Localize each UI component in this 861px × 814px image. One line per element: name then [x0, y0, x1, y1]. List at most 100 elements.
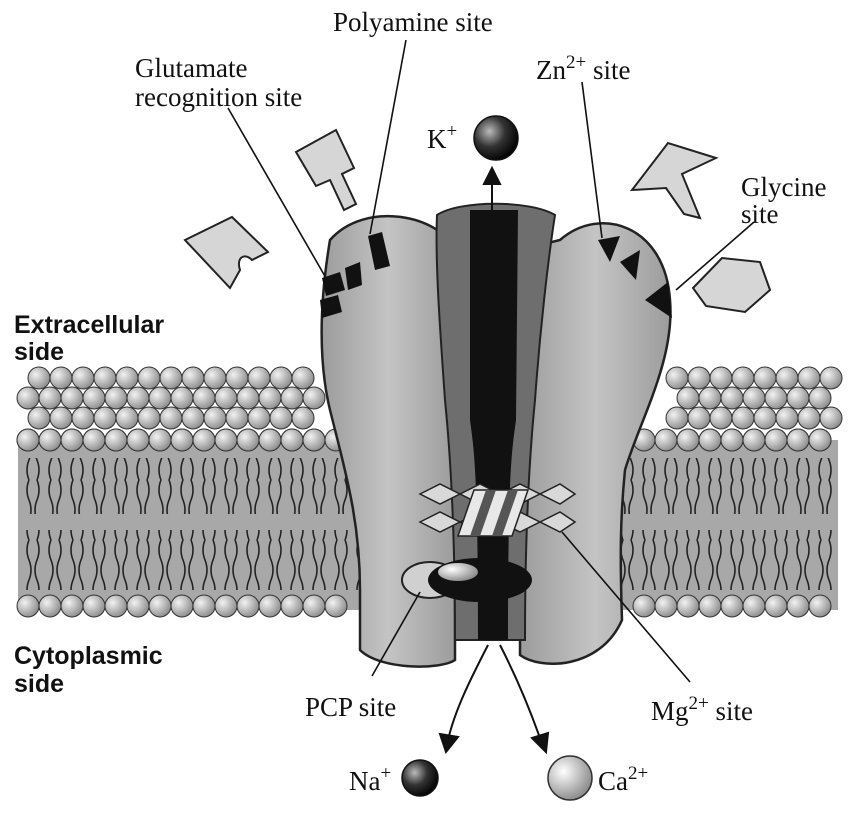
- lipid-head: [732, 407, 754, 429]
- lipid-head: [138, 407, 160, 429]
- lipid-head: [226, 367, 248, 389]
- lipid-head: [17, 595, 39, 617]
- pcp-molecule: [438, 563, 478, 581]
- lipid-head: [754, 407, 776, 429]
- na-label-base: Na: [349, 766, 380, 796]
- ca-ion: [548, 756, 592, 800]
- lipid-head: [39, 595, 61, 617]
- ca-arrowhead: [532, 733, 548, 752]
- lipid-head: [127, 595, 149, 617]
- extracellular-label-line2: side: [14, 338, 64, 366]
- glycine-label-line1: Glycine: [741, 172, 826, 202]
- lipid-head: [787, 429, 809, 451]
- lipid-head: [39, 429, 61, 451]
- lipid-head: [215, 595, 237, 617]
- zn-label: Zn2+ site: [536, 52, 630, 85]
- lipid-head: [215, 429, 237, 451]
- zn-leader: [582, 82, 602, 238]
- lipid-head: [303, 387, 325, 409]
- k-label: K+: [427, 121, 457, 154]
- mg-label-rest: site: [709, 696, 753, 726]
- lipid-head: [688, 407, 710, 429]
- lipid-head: [83, 595, 105, 617]
- lipid-head: [72, 407, 94, 429]
- lipid-head: [127, 387, 149, 409]
- lipid-head: [655, 429, 677, 451]
- lipid-head: [83, 429, 105, 451]
- ca-label-base: Ca: [598, 766, 628, 796]
- lipid-head: [204, 367, 226, 389]
- lipid-head: [193, 429, 215, 451]
- lipid-head: [193, 387, 215, 409]
- lipid-head: [259, 429, 281, 451]
- lipid-head: [215, 387, 237, 409]
- lipid-head: [160, 367, 182, 389]
- zn-label-rest: site: [586, 55, 630, 85]
- lipid-head: [710, 367, 732, 389]
- lipid-head: [666, 407, 688, 429]
- lipid-head: [710, 407, 732, 429]
- polyamine-label: Polyamine site: [333, 7, 493, 37]
- lipid-head: [798, 407, 820, 429]
- pcp-label: PCP site: [305, 692, 396, 722]
- polyamine-leader: [370, 40, 406, 234]
- na-label-sup: +: [380, 763, 391, 784]
- k-label-base: K: [427, 124, 447, 154]
- lipid-head: [677, 387, 699, 409]
- lipid-head: [270, 407, 292, 429]
- na-arrowhead: [440, 734, 458, 752]
- lipid-head: [677, 595, 699, 617]
- cytoplasmic-label-line1: Cytoplasmic: [14, 642, 163, 670]
- lipid-head: [72, 367, 94, 389]
- lipid-head: [688, 367, 710, 389]
- lipid-head: [303, 595, 325, 617]
- k-label-sup: +: [447, 121, 458, 142]
- lipid-head: [325, 595, 347, 617]
- ca-label: Ca2+: [598, 763, 648, 796]
- lipid-head: [721, 429, 743, 451]
- lipid-head: [61, 429, 83, 451]
- lipid-head: [127, 429, 149, 451]
- lipid-head: [149, 595, 171, 617]
- lipid-head: [776, 367, 798, 389]
- pcp-binding-disc: [428, 558, 532, 602]
- k-ion: [474, 116, 518, 160]
- lipid-head: [281, 595, 303, 617]
- lipid-head: [149, 429, 171, 451]
- lipid-head: [655, 595, 677, 617]
- nmda-channel: [320, 204, 672, 667]
- lipid-head: [809, 595, 831, 617]
- lipid-head: [28, 407, 50, 429]
- lipid-head: [171, 595, 193, 617]
- lipid-head: [171, 429, 193, 451]
- lipid-head: [83, 387, 105, 409]
- lipid-head: [61, 387, 83, 409]
- glycine-label-line2: site: [741, 199, 779, 229]
- lipid-head: [809, 429, 831, 451]
- lipid-head: [765, 429, 787, 451]
- lipid-head: [798, 367, 820, 389]
- lipid-head: [303, 429, 325, 451]
- lipid-head: [281, 387, 303, 409]
- lipid-head: [699, 595, 721, 617]
- lipid-head: [61, 595, 83, 617]
- mg-label-sup: 2+: [689, 693, 709, 714]
- lipid-head: [17, 429, 39, 451]
- lipid-head: [248, 367, 270, 389]
- lipid-head: [270, 367, 292, 389]
- lipid-head: [171, 387, 193, 409]
- polyamine-ligand: [296, 130, 356, 210]
- lipid-head: [721, 387, 743, 409]
- lipid-head: [292, 407, 314, 429]
- lipid-head: [116, 367, 138, 389]
- lipid-head: [820, 367, 842, 389]
- lipid-head: [50, 407, 72, 429]
- lipid-head: [743, 595, 765, 617]
- lipid-head: [226, 407, 248, 429]
- lipid-head: [666, 367, 688, 389]
- lipid-head: [776, 407, 798, 429]
- mg-label: Mg2+ site: [651, 693, 753, 726]
- lipid-head: [765, 595, 787, 617]
- lipid-head: [105, 387, 127, 409]
- lipid-head: [754, 367, 776, 389]
